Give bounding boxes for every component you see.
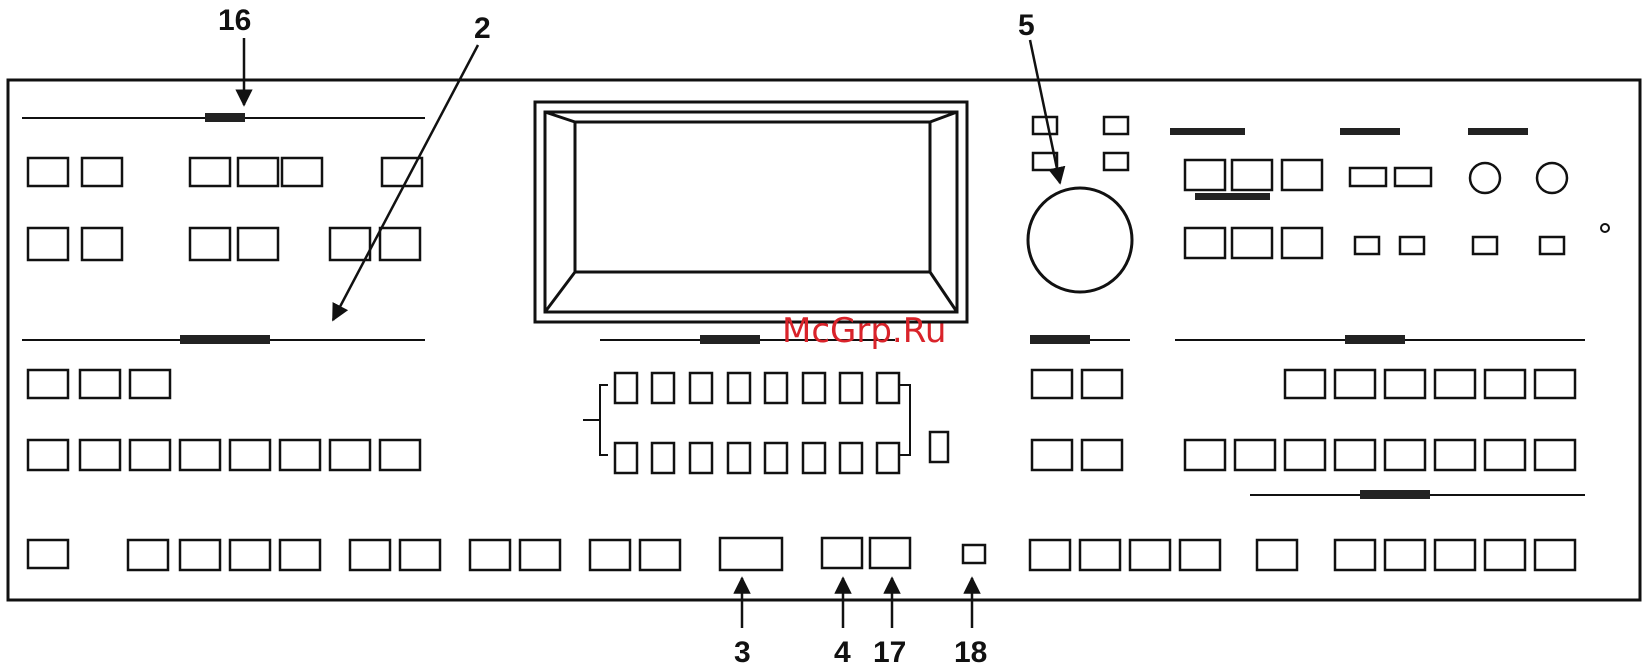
callout-3: 3 [734, 636, 751, 669]
watermark-text: McGrp.Ru [782, 311, 946, 351]
callout-2: 2 [474, 12, 491, 45]
callout-18: 18 [954, 636, 987, 669]
callout-4: 4 [834, 636, 851, 669]
callout-17: 17 [873, 636, 906, 669]
callout-16: 16 [218, 4, 251, 37]
callout-5: 5 [1018, 9, 1035, 42]
